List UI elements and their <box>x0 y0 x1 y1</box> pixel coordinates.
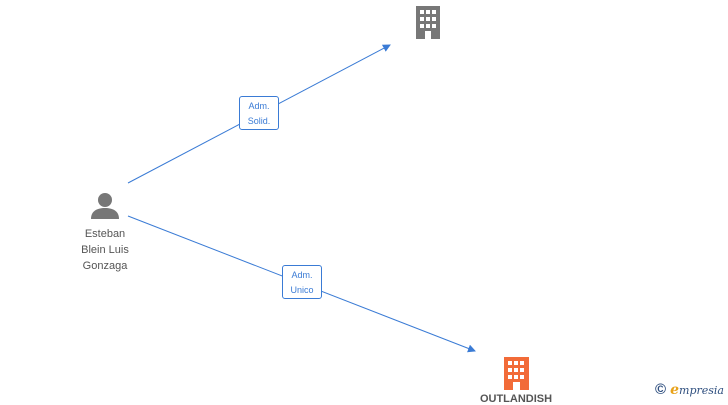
edge-label-line: Adm. <box>248 101 270 111</box>
person-icon[interactable] <box>91 193 119 219</box>
empresia-watermark: © empresia <box>655 381 724 398</box>
edge-label-adm-unico: Adm. Unico <box>282 265 322 299</box>
edge-label-adm-solid: Adm. Solid. <box>239 96 279 130</box>
person-name-line: Blein Luis <box>81 244 129 256</box>
person-name[interactable]: Esteban Blein Luis Gonzaga <box>60 226 150 274</box>
edge-label-line: Solid. <box>247 116 271 126</box>
edge-label-line: Unico <box>290 285 314 295</box>
person-name-line: Esteban <box>84 228 126 240</box>
company-name-outlandish[interactable]: OUTLANDISH <box>479 393 553 405</box>
copyright-icon: © <box>655 381 667 398</box>
building-icon[interactable] <box>416 6 440 39</box>
brand-logo: empresia <box>670 381 724 398</box>
person-name-line: Gonzaga <box>82 260 128 272</box>
building-icon[interactable] <box>504 357 529 390</box>
edge-label-line: Adm. <box>291 270 313 280</box>
